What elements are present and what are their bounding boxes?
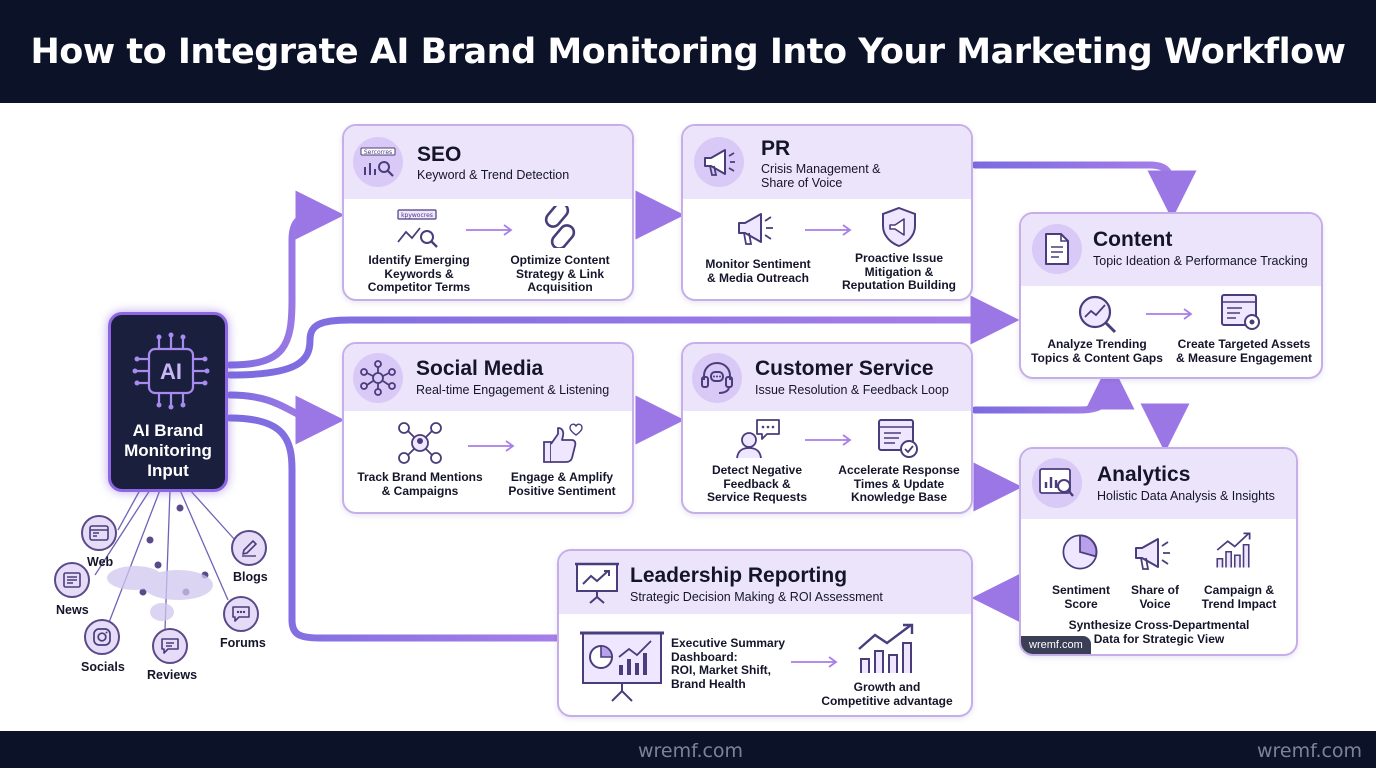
- customer-service-title: Customer Service: [755, 357, 934, 380]
- source-label-blogs: Blogs: [233, 570, 268, 584]
- leadership-reporting-card: Leadership Reporting Strategic Decision …: [557, 549, 973, 717]
- source-label-web: Web: [87, 555, 114, 569]
- social-step-arrow-icon: [468, 440, 515, 452]
- document-icon: [1032, 224, 1082, 274]
- megaphone-icon: [694, 137, 744, 187]
- seo-step-icon-tag: kpywocres: [401, 212, 433, 219]
- content-card: Content Topic Ideation & Performance Tra…: [1019, 212, 1323, 379]
- presentation-board-icon: [575, 562, 619, 604]
- content-step-2: Create Targeted Assets& Measure Engageme…: [1175, 337, 1313, 365]
- pr-step-1: Monitor Sentiment& Media Outreach: [705, 257, 811, 285]
- headset-icon: [692, 353, 742, 403]
- customer-service-subtitle: Issue Resolution & Feedback Loop: [755, 383, 949, 397]
- campaign-growth-icon: [1216, 532, 1251, 568]
- ai-chip-icon: AI: [132, 332, 210, 410]
- footer-watermark-right: wremf.com: [1257, 740, 1363, 762]
- socials-source-icon: [84, 619, 120, 655]
- trend-analysis-icon: [1078, 295, 1117, 334]
- news-source-icon: [54, 562, 90, 598]
- media-outreach-icon: [738, 213, 773, 245]
- seo-subtitle: Keyword & Trend Detection: [417, 168, 570, 182]
- forums-source-icon: [223, 596, 259, 632]
- reputation-shield-icon: [882, 206, 916, 248]
- knowledge-base-icon: [878, 419, 918, 458]
- leadership-subtitle: Strategic Decision Making & ROI Assessme…: [630, 590, 883, 604]
- thumbs-up-icon: [543, 423, 583, 463]
- seo-title: SEO: [417, 143, 462, 166]
- seo-card: Sercorres SEO Keyword & Trend Detection …: [342, 124, 634, 301]
- content-title: Content: [1093, 228, 1173, 251]
- web-source-icon: [81, 515, 117, 551]
- seo-analytics-icon: Sercorres: [353, 137, 403, 187]
- executive-dashboard-icon: [580, 631, 664, 702]
- link-chain-icon: [544, 206, 576, 248]
- source-label-news: News: [56, 603, 89, 617]
- social-media-title: Social Media: [416, 357, 544, 380]
- source-label-socials: Socials: [81, 660, 125, 674]
- growth-bars-icon: [858, 623, 914, 673]
- keyword-search-icon: kpywocres: [397, 209, 438, 248]
- footer-watermark-center: wremf.com: [638, 740, 744, 762]
- sentiment-pie-icon: [1062, 534, 1098, 570]
- seo-icon-tag: Sercorres: [364, 149, 392, 156]
- hub-label: AI Brand Monitoring Input: [124, 421, 212, 480]
- social-step-1: Track Brand Mentions& Campaigns: [357, 470, 483, 498]
- analytics-card: Analytics Holistic Data Analysis & Insig…: [1019, 447, 1298, 656]
- customer-service-card: Customer Service Issue Resolution & Feed…: [681, 342, 973, 514]
- leadership-title: Leadership Reporting: [630, 564, 848, 587]
- analytics-watermark-badge: wremf.com: [1021, 636, 1091, 654]
- seo-step-arrow-icon: [466, 224, 513, 236]
- ai-chip-label: AI: [160, 359, 182, 384]
- page-title: How to Integrate AI Brand Monitoring Int…: [30, 31, 1346, 72]
- content-step-arrow-icon: [1146, 308, 1193, 320]
- pr-subtitle: Crisis Management &Share of Voice: [761, 162, 881, 190]
- source-label-reviews: Reviews: [147, 668, 198, 682]
- footer-bar: [0, 731, 1376, 768]
- pr-step-arrow-icon: [805, 224, 852, 236]
- asset-creation-icon: [1221, 294, 1260, 330]
- social-media-card: Social Media Real-time Engagement & List…: [342, 342, 634, 514]
- cs-step-arrow-icon: [805, 434, 852, 446]
- reviews-source-icon: [152, 628, 188, 664]
- network-icon: [353, 353, 403, 403]
- analytics-subtitle: Holistic Data Analysis & Insights: [1097, 489, 1275, 503]
- analytics-title: Analytics: [1097, 463, 1191, 486]
- content-subtitle: Topic Ideation & Performance Tracking: [1093, 254, 1308, 268]
- feedback-agent-icon: [736, 419, 780, 459]
- pr-card: PR Crisis Management &Share of Voice Mon…: [681, 124, 973, 301]
- source-label-forums: Forums: [220, 636, 266, 650]
- analytics-chart-icon: [1032, 458, 1082, 508]
- leadership-step-arrow-icon: [791, 656, 838, 668]
- brand-mentions-icon: [398, 422, 442, 464]
- blogs-source-icon: [231, 530, 267, 566]
- title-bar: How to Integrate AI Brand Monitoring Int…: [0, 0, 1376, 103]
- social-media-subtitle: Real-time Engagement & Listening: [416, 383, 610, 397]
- analytics-item-3: Campaign &Trend Impact: [1201, 583, 1277, 611]
- share-of-voice-icon: [1135, 538, 1170, 570]
- ai-brand-monitoring-hub: AI AI Brand Monitoring Input: [108, 312, 228, 492]
- pr-title: PR: [761, 137, 791, 160]
